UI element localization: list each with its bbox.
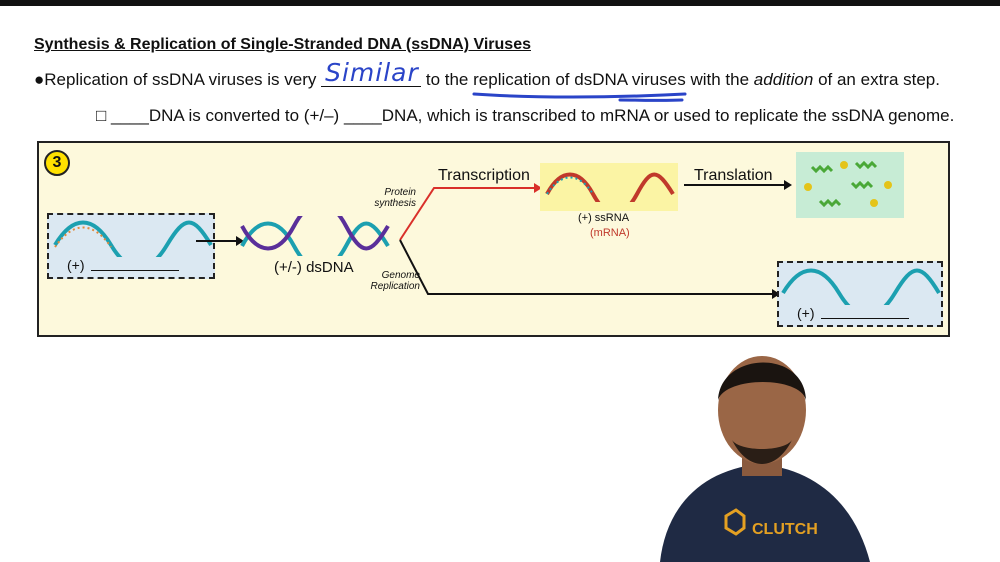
protein-icon	[804, 160, 892, 208]
ssrna-helix-icon	[545, 172, 675, 202]
transcription-label: Transcription	[438, 167, 530, 184]
ssdna-input-label: (+)	[67, 257, 85, 273]
ssdna-output-label: (+)	[797, 305, 815, 321]
checkbox-icon: □	[96, 106, 107, 125]
translation-label: Translation	[694, 167, 773, 184]
genome-replication-caption: Genome Replication	[370, 270, 420, 292]
arrow-to-protein	[684, 180, 792, 190]
ssrna-highlight	[540, 163, 678, 211]
bullet-dot: ●	[34, 70, 45, 89]
handwritten-underline	[472, 92, 687, 102]
presenter-video	[660, 356, 870, 562]
sub-bullet-text: ____DNA is converted to (+/–) ____DNA, w…	[111, 106, 955, 125]
fill-blank: Similar	[321, 58, 422, 87]
dsdna-helix-icon	[240, 216, 390, 256]
line1-after: with the	[690, 70, 750, 89]
line1-end: of an extra step.	[818, 70, 940, 89]
protein-synthesis-caption: Protein synthesis	[374, 187, 416, 209]
ssdna-input-box: (+)	[47, 213, 215, 279]
dsdna-label: (+/-) dsDNA	[274, 259, 354, 276]
emphasis-word: addition	[753, 70, 814, 89]
shirt-logo: CLUTCH	[752, 521, 818, 538]
bullet-line: ●Replication of ssDNA viruses is very Si…	[34, 58, 940, 90]
underlined-text: replication of dsDNA viruses	[473, 70, 686, 89]
line1-before: Replication of ssDNA viruses is very	[44, 70, 317, 89]
branch-arrows	[399, 183, 780, 299]
slide-title: Synthesis & Replication of Single-Strand…	[34, 36, 531, 53]
line1-middle: to the	[425, 70, 469, 89]
ssrna-label: (+) ssRNA	[578, 212, 630, 224]
ssdna-input-blank	[91, 270, 179, 271]
mrna-label: (mRNA)	[590, 227, 630, 239]
ssdna-output-helix-icon	[781, 268, 941, 305]
sub-bullet-line: □ ____DNA is converted to (+/–) ____DNA,…	[96, 106, 954, 126]
underlined-phrase: replication of dsDNA viruses	[473, 70, 686, 89]
arrow-to-dsdna	[196, 236, 244, 246]
handwritten-answer: Similar	[325, 58, 419, 87]
ssdna-helix-icon	[53, 220, 213, 257]
ssdna-output-box: (+)	[777, 261, 943, 327]
top-bar	[0, 0, 1000, 6]
ssdna-output-blank	[821, 318, 909, 319]
step-badge: 3	[44, 150, 70, 176]
